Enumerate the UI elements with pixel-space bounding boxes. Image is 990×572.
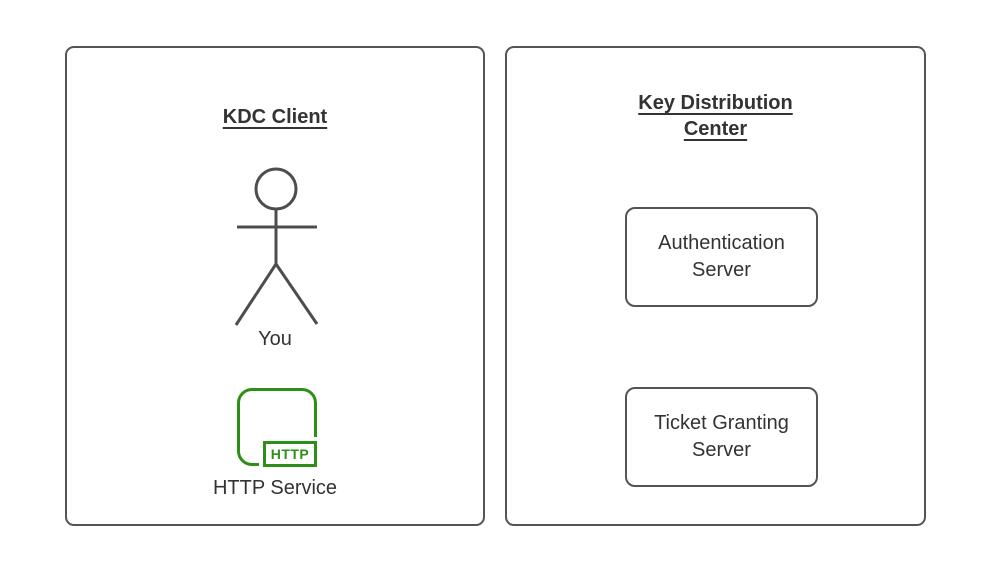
http-badge-icon: HTTP <box>263 441 317 467</box>
actor-label: You <box>258 328 292 350</box>
authentication-server-label: Authentication Server <box>658 232 785 281</box>
stick-figure-actor-icon <box>234 167 319 326</box>
kdc-client-title: KDC Client <box>222 106 328 128</box>
ticket-granting-server-box: Ticket Granting Server <box>625 387 818 487</box>
key-distribution-center-panel: Key Distribution Center Authentication S… <box>505 46 926 526</box>
authentication-server-box: Authentication Server <box>625 207 818 307</box>
kdc-client-panel: KDC Client You HTTP HTTP Service <box>65 46 485 526</box>
ticket-granting-server-label: Ticket Granting Server <box>654 412 789 461</box>
kdc-title: Key Distribution Center <box>638 92 793 140</box>
http-service-label: HTTP Service <box>212 477 338 499</box>
